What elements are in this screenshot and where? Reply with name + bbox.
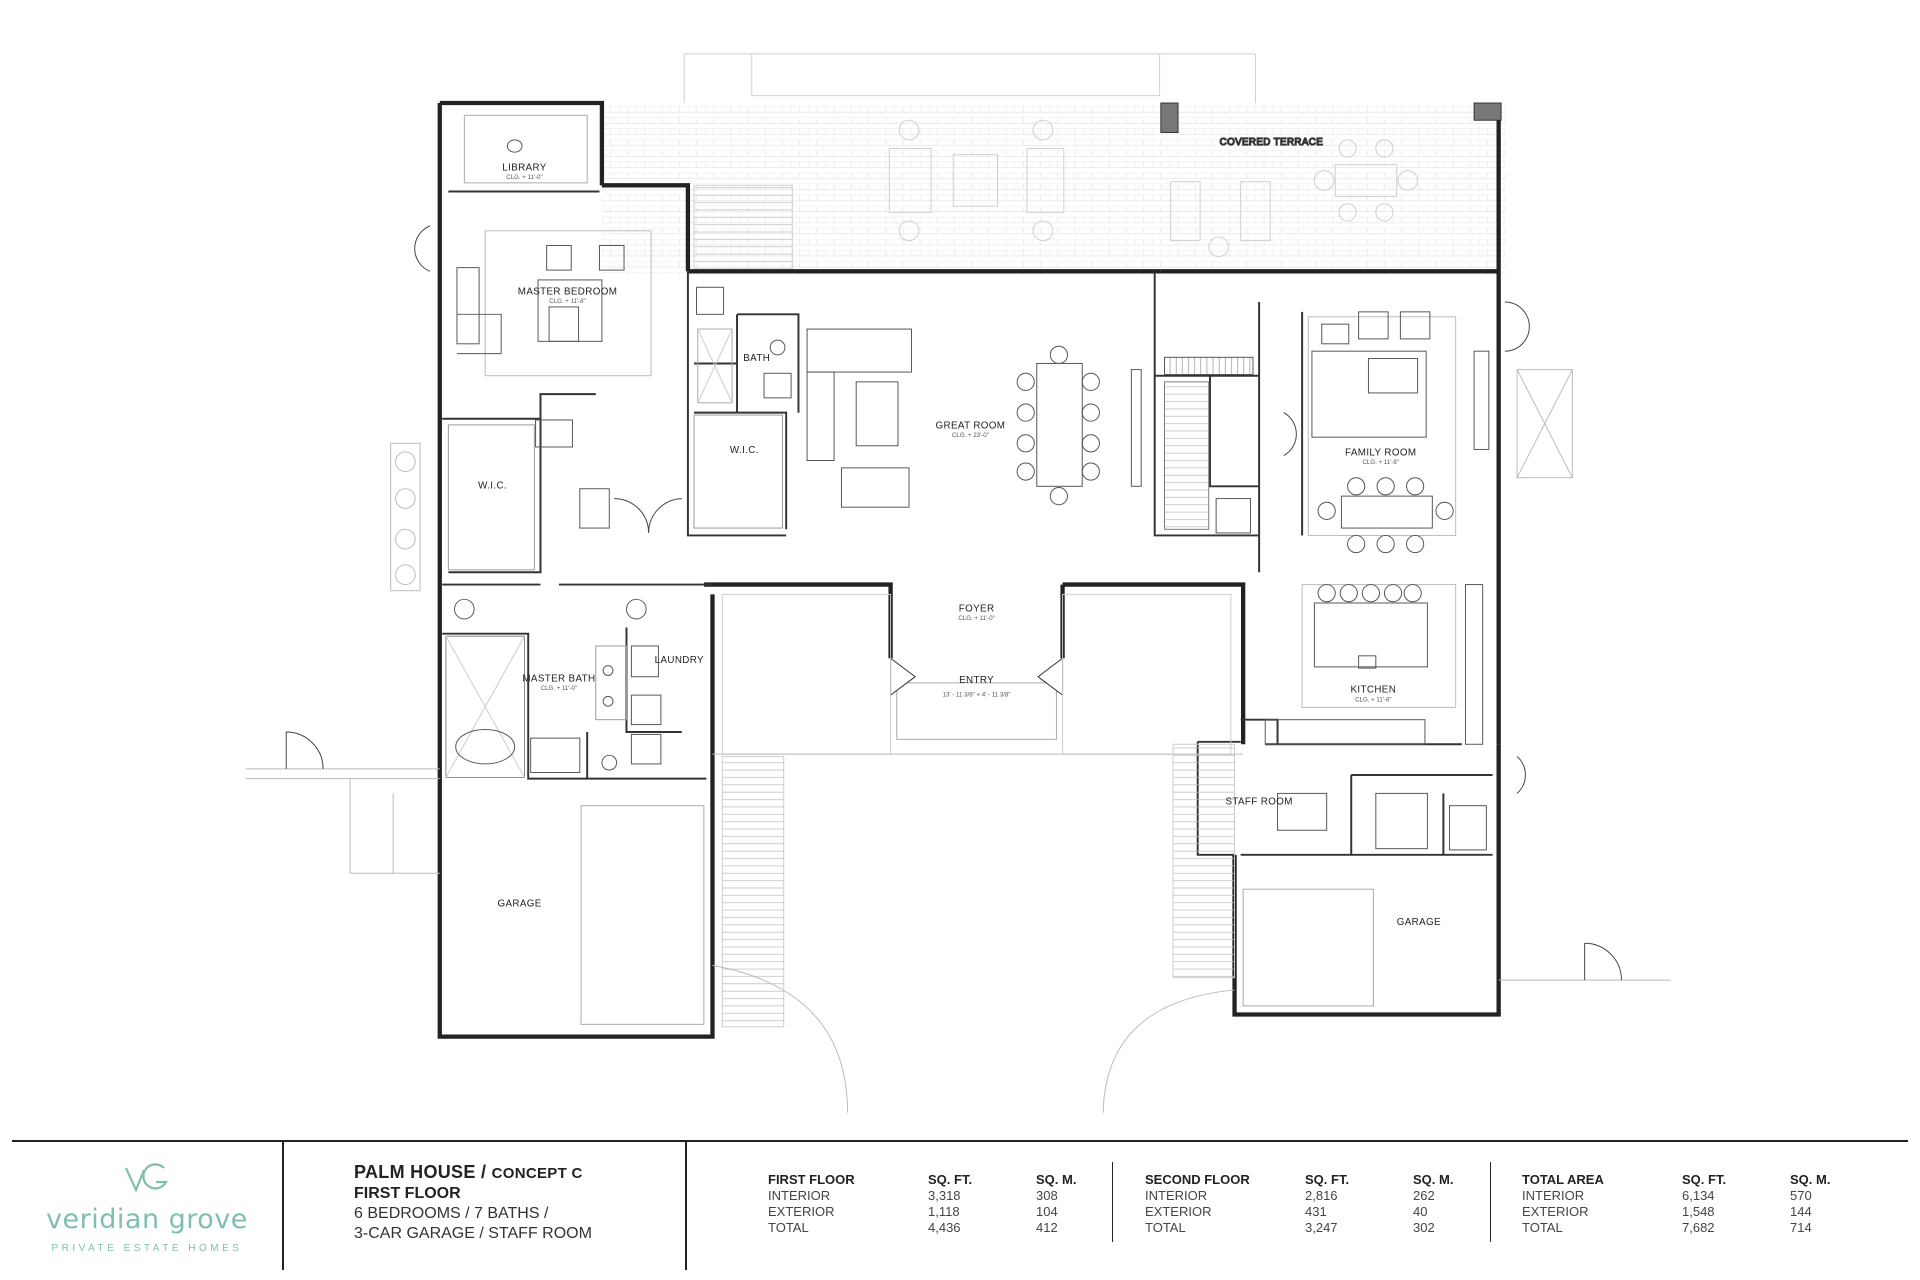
room-label-staff-room: STAFF ROOM [1225, 796, 1292, 807]
brand-logo: veridian grove PRIVATE ESTATE HOMES [12, 1142, 282, 1270]
interior-walls [442, 190, 1493, 856]
floor-plan-drawing: COVERED TERRACE [245, 53, 1671, 1113]
terrace-area [601, 53, 1505, 276]
svg-text:CLG. + 23'-0": CLG. + 23'-0" [952, 432, 989, 439]
brand-name: veridian grove [46, 1204, 248, 1235]
svg-text:13' - 11 3/8" + 4' - 11 3/8": 13' - 11 3/8" + 4' - 11 3/8" [943, 691, 1011, 698]
svg-text:CLG. + 11'-0": CLG. + 11'-0" [506, 174, 542, 181]
room-label-kitchen: KITCHEN [1351, 685, 1397, 696]
room-label-covered-terrace: COVERED TERRACE [1220, 137, 1324, 148]
svg-text:CLG. + 11'-8": CLG. + 11'-8" [1363, 459, 1399, 466]
project-info: PALM HOUSE / CONCEPT C FIRST FLOOR 6 BED… [354, 1162, 684, 1243]
area-divider [1490, 1162, 1491, 1242]
project-floor: FIRST FLOOR [354, 1185, 461, 1202]
brand-mark-icon [124, 1163, 168, 1193]
room-label-entry: ENTRY [959, 675, 994, 686]
room-label-master-bath: MASTER BATH [522, 674, 595, 685]
door-swings [285, 225, 1622, 981]
title-block-divider [282, 1142, 284, 1270]
project-desc-line1: 6 BEDROOMS / 7 BATHS / [354, 1205, 549, 1222]
furniture [445, 114, 1490, 1025]
site-lines [245, 369, 1671, 1113]
project-concept: CONCEPT C [491, 1165, 583, 1182]
room-label-laundry: LAUNDRY [655, 655, 704, 666]
room-label-bath: BATH [743, 353, 770, 364]
room-label-foyer: FOYER [959, 604, 995, 615]
title-block-divider [685, 1142, 687, 1270]
svg-text:CLG. + 11'-8": CLG. + 11'-8" [1355, 696, 1391, 703]
svg-text:CLG. + 11'-8": CLG. + 11'-8" [549, 298, 585, 305]
room-label-wic-right: W.I.C. [730, 445, 759, 456]
title-block-top-rule [12, 1140, 1908, 1142]
room-label-garage-right: GARAGE [1397, 917, 1441, 928]
project-title: PALM HOUSE / CONCEPT C [354, 1162, 583, 1182]
room-label-master-bedroom: MASTER BEDROOM [518, 287, 617, 298]
area-divider [1112, 1162, 1113, 1242]
brand-tagline: PRIVATE ESTATE HOMES [51, 1243, 243, 1254]
title-block: veridian grove PRIVATE ESTATE HOMES PALM… [12, 1140, 1908, 1270]
svg-text:CLG. + 11'-0": CLG. + 11'-0" [541, 685, 577, 692]
room-label-family-room: FAMILY ROOM [1345, 448, 1416, 459]
room-label-wic-left: W.I.C. [478, 481, 507, 492]
room-label-garage-left: GARAGE [498, 898, 542, 909]
floor-plan: COVERED TERRACE [245, 53, 1671, 1113]
room-label-great-room: GREAT ROOM [936, 421, 1006, 432]
room-label-library: LIBRARY [502, 163, 546, 174]
project-desc-line2: 3-CAR GARAGE / STAFF ROOM [354, 1225, 592, 1242]
room-labels: LIBRARY CLG. + 11'-0" MASTER BEDROOM CLG… [478, 163, 1441, 928]
svg-text:CLG. + 11'-0": CLG. + 11'-0" [958, 615, 994, 622]
